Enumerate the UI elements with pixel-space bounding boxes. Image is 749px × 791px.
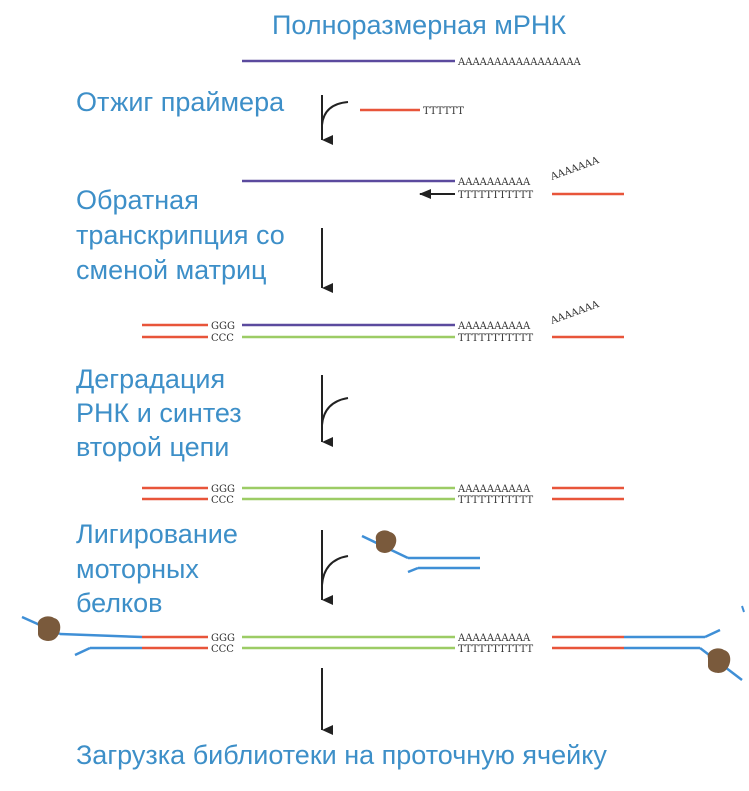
poly-t-text: TTTTTTTTTTT: [458, 333, 534, 344]
primer-annealed: TTTTTTTTTTT: [419, 189, 624, 201]
label-ligation-1: Лигирование: [76, 519, 238, 549]
label-library-loading: Загрузка библиотеки на проточную ячейку: [76, 740, 607, 770]
poly-a-overhang-text: AAAAAAA: [548, 299, 601, 327]
label-reverse-transcription-2: транскрипция со: [76, 220, 285, 250]
ggg-text: GGG: [211, 633, 235, 644]
ccc-text: CCC: [211, 495, 234, 506]
right-adapter: [624, 605, 745, 681]
duplex-5-top: GGG AAAAAAAAAA: [142, 633, 624, 644]
label-ligation-2: моторных: [76, 554, 199, 584]
curved-branch-icon: [321, 555, 349, 586]
adapter-with-motor: [361, 530, 480, 574]
ccc-text: CCC: [211, 333, 234, 344]
poly-a-text: AAAAAAAAAA: [457, 321, 531, 332]
curved-branch-icon: [321, 101, 349, 126]
mrna-strand-2: AAAAAAAAAA AAAAAAA: [242, 155, 601, 188]
ggg-text: GGG: [211, 321, 235, 332]
poly-a-text: AAAAAAAAAA: [457, 633, 531, 644]
primer: TTTTTT: [360, 106, 464, 117]
label-full-length-mrna: Полноразмерная мРНК: [272, 10, 567, 40]
duplex-4-bottom: CCC TTTTTTTTTTT: [142, 495, 624, 506]
label-rna-degradation-2: РНК и синтез: [76, 398, 242, 428]
label-ligation-3: белков: [76, 588, 163, 618]
poly-a-text: AAAAAAAAAA: [457, 484, 531, 495]
poly-a-text: AAAAAAAAAA: [457, 177, 531, 188]
poly-a-tail-text: AAAAAAAAAAAAAAAAA: [457, 57, 582, 68]
duplex-5-bottom: CCC TTTTTTTTTTT: [142, 644, 624, 655]
label-primer-annealing: Отжиг праймера: [76, 87, 285, 117]
left-adapter: [21, 615, 143, 657]
poly-t-text: TTTTTTTTTTT: [458, 190, 534, 201]
curved-branch-icon: [321, 397, 349, 426]
poly-t-primer-text: TTTTTT: [423, 106, 464, 117]
poly-t-text: TTTTTTTTTTT: [458, 644, 534, 655]
duplex-4-top: GGG AAAAAAAAAA: [142, 484, 624, 495]
label-reverse-transcription-3: сменой матриц: [76, 255, 267, 285]
ccc-text: CCC: [211, 644, 234, 655]
label-rna-degradation-1: Деградация: [76, 364, 226, 394]
ggg-text: GGG: [211, 484, 235, 495]
mrna-strand-1: AAAAAAAAAAAAAAAAA: [242, 57, 582, 68]
duplex-3-bottom: CCC TTTTTTTTTTT: [142, 333, 624, 344]
motor-protein-icon: [37, 616, 61, 641]
poly-a-overhang-text: AAAAAAA: [548, 155, 601, 183]
motor-protein-icon: [375, 530, 397, 553]
label-reverse-transcription-1: Обратная: [76, 185, 199, 215]
duplex-3-top: GGG AAAAAAAAAA AAAAAAA: [142, 299, 601, 332]
label-rna-degradation-3: второй цепи: [76, 432, 230, 462]
poly-t-text: TTTTTTTTTTT: [458, 495, 534, 506]
motor-protein-icon: [707, 648, 731, 673]
